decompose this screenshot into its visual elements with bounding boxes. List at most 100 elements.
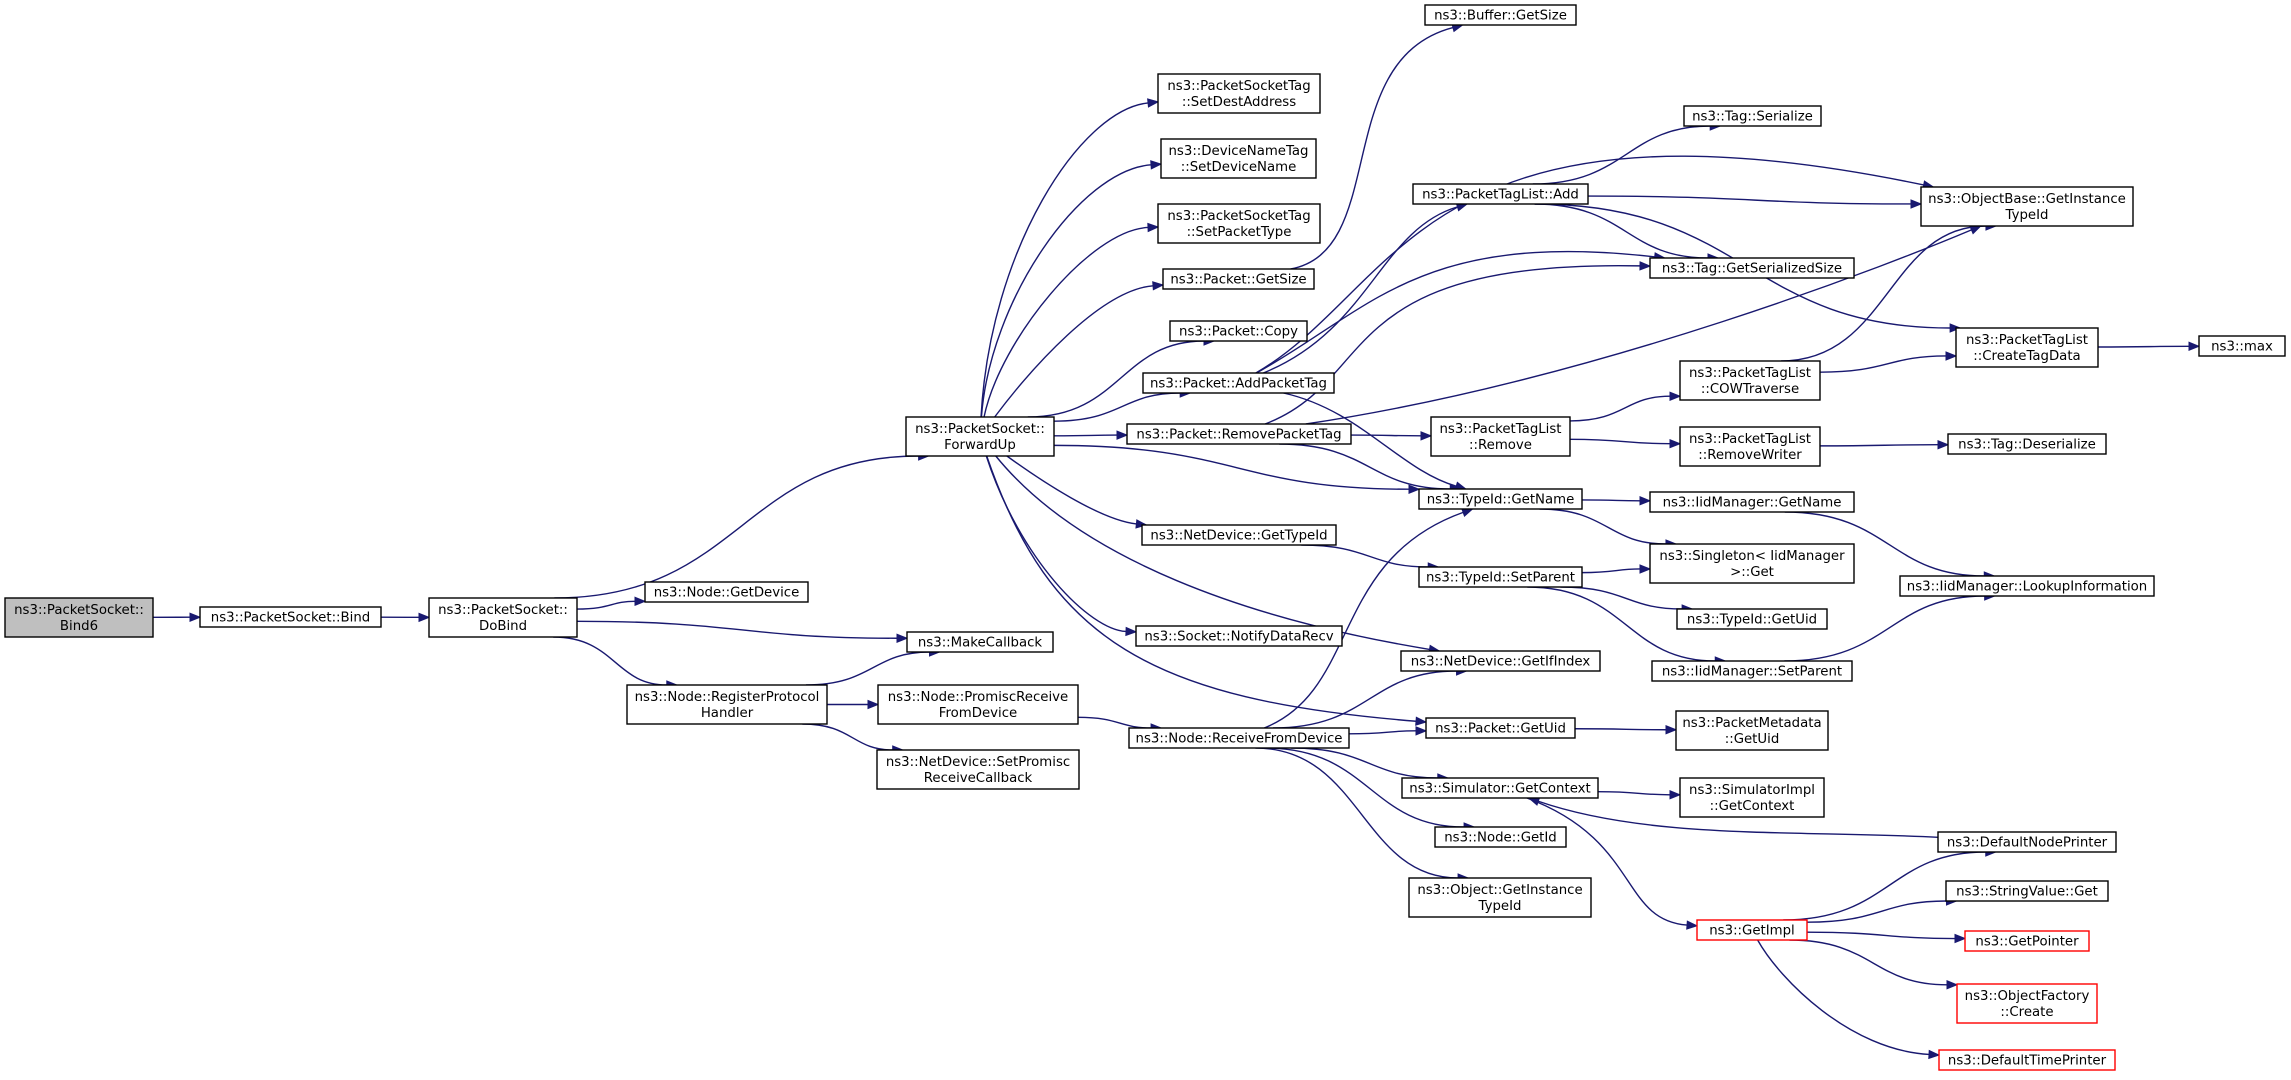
edge-ptladd-to-objbasegetinst: [1587, 195, 1923, 209]
node-label: ns3::GetImpl: [1709, 924, 1794, 939]
node-getpointer[interactable]: ns3::GetPointer: [1964, 930, 2090, 952]
arrowhead: [418, 612, 431, 623]
node-buffergetsize[interactable]: ns3::Buffer::GetSize: [1424, 4, 1577, 26]
edge-line: [1526, 797, 1688, 926]
node-singletonget[interactable]: ns3::Singleton< IidManager>::Get: [1649, 543, 1855, 584]
arrowhead: [1152, 281, 1165, 291]
arrowhead: [1408, 484, 1421, 494]
edge-rempkttag-to-taggetsersize: [1264, 261, 1652, 425]
edge-line: [1538, 800, 1939, 838]
node-forwardup[interactable]: ns3::PacketSocket::ForwardUp: [905, 416, 1055, 457]
edge-line: [553, 636, 667, 686]
edge-line: [1291, 747, 1438, 779]
node-label: ::RemoveWriter: [1698, 448, 1802, 463]
node-setdest[interactable]: ns3::PacketSocketTag::SetDestAddress: [1157, 73, 1321, 114]
node-objfactcreate[interactable]: ns3::ObjectFactory::Create: [1956, 983, 2098, 1024]
node-typeidgetuid[interactable]: ns3::TypeId::GetUid: [1676, 608, 1828, 630]
node-nodegetid[interactable]: ns3::Node::GetId: [1434, 826, 1567, 848]
node-box: [1141, 524, 1337, 546]
node-box: [1683, 105, 1822, 127]
node-iidgetname[interactable]: ns3::IidManager::GetName: [1649, 491, 1855, 513]
node-simgetcontext[interactable]: ns3::Simulator::GetContext: [1401, 777, 1599, 799]
node-deftimeprinter[interactable]: ns3::DefaultTimePrinter: [1938, 1049, 2116, 1071]
node-defnodeprinter[interactable]: ns3::DefaultNodePrinter: [1937, 831, 2117, 853]
node-label: ReceiveCallback: [924, 771, 1033, 786]
node-bind6[interactable]: ns3::PacketSocket::Bind6: [4, 597, 154, 638]
node-box: [1418, 566, 1583, 588]
node-box: [1945, 880, 2109, 902]
node-typeidgetname[interactable]: ns3::TypeId::GetName: [1418, 488, 1583, 510]
arrowhead: [867, 699, 880, 710]
arrowhead: [1639, 496, 1652, 506]
node-box: [1676, 608, 1828, 630]
node-ptladd[interactable]: ns3::PacketTagList::Add: [1412, 183, 1589, 205]
node-pktcopy[interactable]: ns3::Packet::Copy: [1169, 320, 1308, 342]
node-getdevice[interactable]: ns3::Node::GetDevice: [644, 581, 809, 603]
node-ptlremove[interactable]: ns3::PacketTagList::Remove: [1430, 416, 1571, 457]
node-addpkttag[interactable]: ns3::Packet::AddPacketTag: [1142, 372, 1335, 394]
node-box: [905, 416, 1055, 457]
node-iidsetparent[interactable]: ns3::IidManager::SetParent: [1651, 660, 1853, 682]
node-ndgetifindex[interactable]: ns3::NetDevice::GetIfIndex: [1400, 650, 1601, 672]
arrowhead: [1937, 439, 1950, 450]
node-pmdgetuid[interactable]: ns3::PacketMetadata::GetUid: [1675, 710, 1829, 751]
edge-line: [1305, 229, 1972, 425]
node-label: DoBind: [479, 619, 527, 634]
edge-ptladd-to-taggetsersize: [1534, 203, 1720, 263]
node-pktgetuid[interactable]: ns3::Packet::GetUid: [1425, 717, 1576, 739]
node-label: ns3::PacketSocket::Bind: [211, 611, 370, 626]
node-tagserialize[interactable]: ns3::Tag::Serialize: [1683, 105, 1822, 127]
node-setpromisc[interactable]: ns3::NetDevice::SetPromiscReceiveCallbac…: [876, 749, 1080, 790]
edge-forwardup-to-ndgettypeid: [1006, 455, 1148, 529]
node-recvfromdev[interactable]: ns3::Node::ReceiveFromDevice: [1128, 727, 1350, 749]
edge-line: [1597, 790, 1671, 796]
edge-line: [554, 455, 919, 599]
node-box: [877, 684, 1079, 725]
node-tagdeserialize[interactable]: ns3::Tag::Deserialize: [1947, 433, 2107, 455]
node-bind[interactable]: ns3::PacketSocket::Bind: [199, 606, 382, 628]
edge-dobind-to-getdevice: [576, 596, 647, 610]
node-label: ns3::Packet::Copy: [1179, 325, 1298, 340]
node-ptlcow[interactable]: ns3::PacketTagList::COWTraverse: [1679, 360, 1821, 401]
node-getimpl[interactable]: ns3::GetImpl: [1696, 919, 1808, 941]
node-max[interactable]: ns3::max: [2198, 335, 2286, 357]
edge-forwardup-to-setpkttype: [983, 222, 1160, 418]
node-pktgetsize[interactable]: ns3::Packet::GetSize: [1162, 268, 1315, 290]
node-iidlookup[interactable]: ns3::IidManager::LookupInformation: [1899, 575, 2155, 597]
node-ptlcreatetag[interactable]: ns3::PacketTagList::CreateTagData: [1955, 327, 2099, 368]
edge-forwardup-to-addpkttag: [1053, 388, 1192, 422]
node-box: [1947, 433, 2107, 455]
node-box: [1920, 186, 2134, 227]
node-simimplgetctx[interactable]: ns3::SimulatorImpl::GetContext: [1679, 777, 1825, 818]
node-dobind[interactable]: ns3::PacketSocket::DoBind: [428, 597, 578, 638]
node-ptlremwriter[interactable]: ns3::PacketTagList::RemoveWriter: [1679, 426, 1821, 467]
arrowhead: [2188, 341, 2201, 352]
node-box: [644, 581, 809, 603]
edge-line: [1006, 455, 1137, 525]
node-label: ns3::Object::GetInstance: [1417, 883, 1582, 898]
node-box: [906, 631, 1054, 653]
edge-line: [1806, 900, 1947, 923]
node-label: ::Remove: [1469, 438, 1532, 453]
node-label: ns3::max: [2211, 340, 2273, 355]
node-label: ns3::TypeId::GetUid: [1687, 613, 1817, 628]
node-typeidsetparent[interactable]: ns3::TypeId::SetParent: [1418, 566, 1583, 588]
arrowhead: [1150, 160, 1163, 170]
edge-line: [1819, 355, 1947, 373]
node-label: ns3::Buffer::GetSize: [1434, 9, 1567, 24]
node-ndgettypeid[interactable]: ns3::NetDevice::GetTypeId: [1141, 524, 1337, 546]
node-label: ns3::Node::RegisterProtocol: [635, 690, 820, 705]
node-label: ns3::GetPointer: [1975, 935, 2079, 950]
node-taggetsersize[interactable]: ns3::Tag::GetSerializedSize: [1649, 257, 1855, 279]
node-notifydatarecv[interactable]: ns3::Socket::NotifyDataRecv: [1135, 625, 1343, 647]
edge-line: [980, 102, 1149, 418]
node-makecallback[interactable]: ns3::MakeCallback: [906, 631, 1054, 653]
node-setdevname[interactable]: ns3::DeviceNameTag::SetDeviceName: [1160, 138, 1317, 179]
node-stringvalueget[interactable]: ns3::StringValue::Get: [1945, 880, 2109, 902]
node-rempkttag[interactable]: ns3::Packet::RemovePacketTag: [1126, 423, 1352, 445]
node-setpkttype[interactable]: ns3::PacketSocketTag::SetPacketType: [1157, 203, 1321, 244]
